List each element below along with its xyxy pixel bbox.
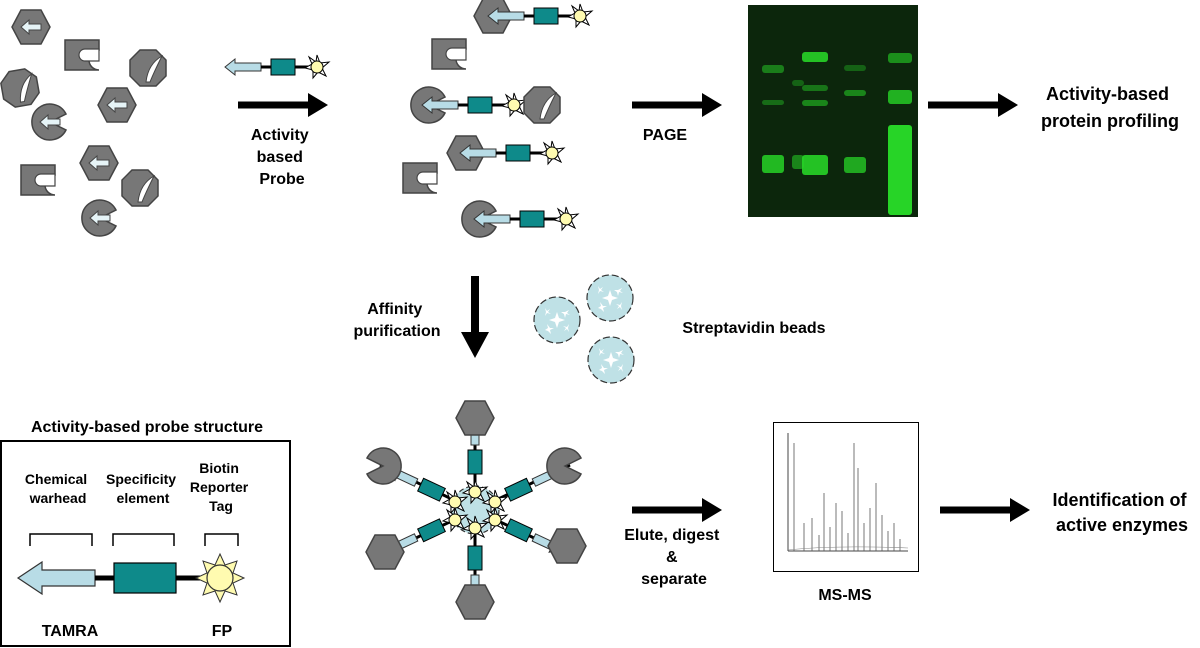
elute-digest-label: Elute, digest & separate <box>624 527 724 588</box>
free-probe <box>225 55 329 78</box>
ms-spectrum <box>773 422 919 572</box>
spectrum-plot <box>787 433 909 552</box>
flow-arrow-icon <box>632 498 722 522</box>
enzyme-octagon-icon <box>523 86 561 124</box>
activity-profiling-label: Activity-based protein profiling <box>1041 84 1179 131</box>
flow-arrow-icon <box>461 276 489 358</box>
flow-arrow-icon <box>928 93 1018 117</box>
affinity-purification-label: Affinity purification <box>353 301 440 340</box>
streptavidin-bead-icon <box>587 336 635 384</box>
specificity-element-label: Specificity element <box>106 471 180 506</box>
flow-arrow-icon <box>632 93 722 117</box>
enzyme-octagon-icon <box>0 66 42 110</box>
biotin-reporter-tag-label: Biotin Reporter Tag <box>190 460 252 514</box>
bead-complex <box>365 400 587 620</box>
streptavidin-bead-icon <box>533 296 581 344</box>
activity-based-probe-label: Activity based Probe <box>251 127 313 188</box>
specificity-element-icon <box>113 562 177 594</box>
flow-arrow-icon <box>940 498 1030 522</box>
gel-image <box>748 5 918 217</box>
reporter-sun-icon <box>194 552 246 604</box>
probe-structure-box <box>0 440 291 647</box>
identification-label: Identification of active enzymes <box>1052 490 1191 535</box>
tamra-label: TAMRA <box>42 623 99 640</box>
enzyme-notched-square-icon <box>20 164 56 196</box>
streptavidin-bead-icon <box>586 274 634 322</box>
probe-structure-title: Activity-based probe structure <box>31 419 263 436</box>
enzyme-notched-square-icon <box>431 38 467 70</box>
enzyme-octagon-icon <box>129 49 167 87</box>
enzyme-notched-square-icon <box>64 39 100 71</box>
page-label: PAGE <box>643 127 687 144</box>
probe-structure-diagram <box>16 552 246 604</box>
brackets <box>29 533 239 546</box>
streptavidin-beads-label: Streptavidin beads <box>682 320 825 337</box>
ms-ms-label: MS-MS <box>818 587 872 604</box>
labeled-enzymes <box>402 0 592 238</box>
enzyme-octagon-icon <box>121 169 159 207</box>
fp-label: FP <box>212 623 233 640</box>
enzyme-notched-square-icon <box>402 162 438 194</box>
chemical-warhead-label: Chemical warhead <box>25 471 91 506</box>
flow-arrow-icon <box>238 93 328 117</box>
enzyme-mixture <box>0 9 167 237</box>
